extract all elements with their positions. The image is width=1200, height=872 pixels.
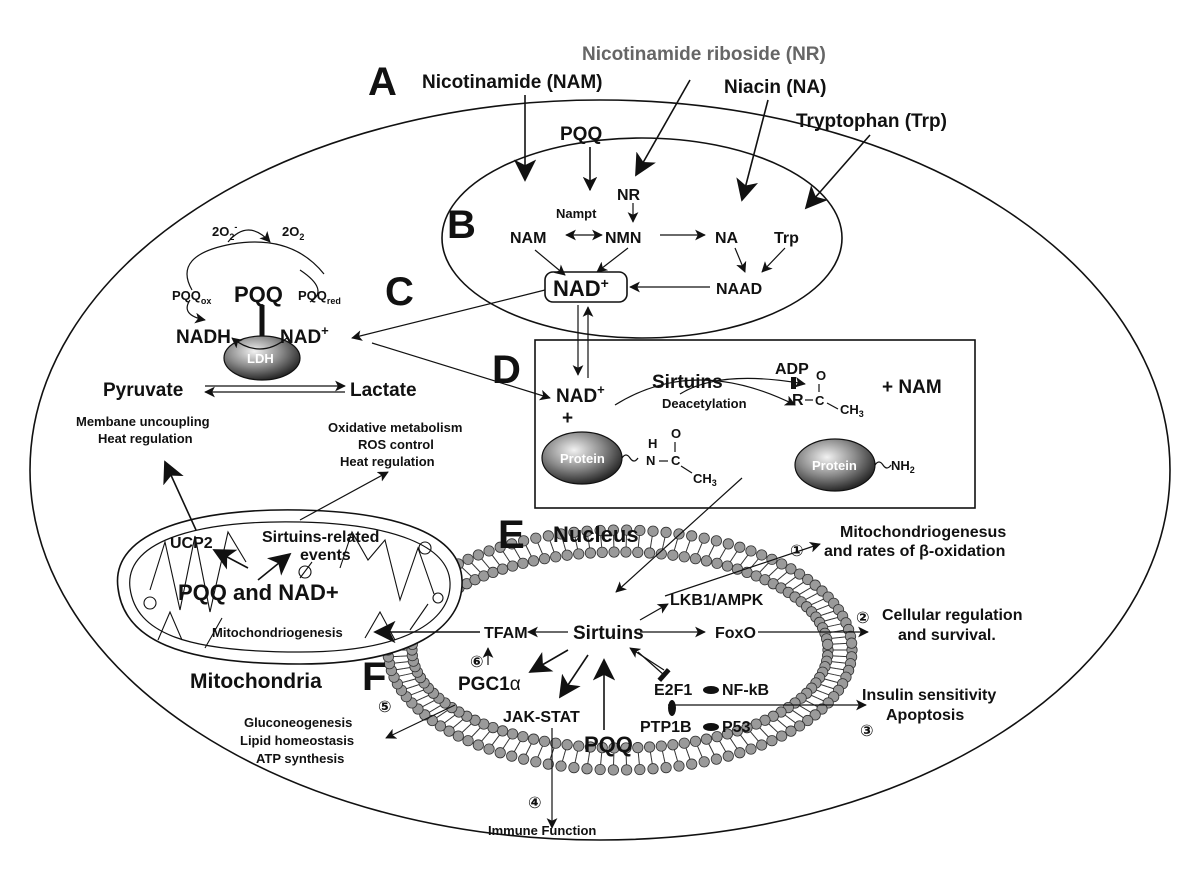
mitochondria-label: Mitochondria — [190, 670, 322, 693]
adpr-c: C — [815, 393, 825, 408]
salvage-trp: Trp — [774, 230, 799, 247]
ptp1b-label: PTP1B — [640, 719, 692, 736]
pqq-red-label: PQQred — [298, 288, 341, 306]
membrane-uncoupling-label: Membane uncoupling — [76, 414, 210, 429]
salvage-nam: NAM — [510, 230, 546, 247]
protein-left-label: Protein — [560, 451, 605, 466]
outcome-5-line2: Lipid homeostasis — [240, 733, 354, 748]
salvage-nampt: Nampt — [556, 206, 597, 221]
oxidative-metabolism-label: Oxidative metabolism — [328, 420, 462, 435]
salvage-pqq: PQQ — [560, 124, 602, 145]
source-nr: Nicotinamide riboside (NR) — [582, 44, 826, 65]
panel-label-f: F — [362, 655, 386, 699]
outcome-marker-3: ③ — [860, 723, 874, 740]
pqq-nad-mito-label: PQQ and NAD+ — [178, 580, 339, 605]
heat-regulation-right-label: Heat regulation — [340, 454, 435, 469]
nad-node-box — [544, 271, 628, 303]
ldh-label: LDH — [247, 351, 274, 366]
adpr-ch3: CH3 — [840, 402, 864, 419]
outcome-3-line1: Insulin sensitivity — [862, 687, 996, 704]
ucp2-label: UCP2 — [170, 535, 213, 552]
outcome-marker-5: ⑤ — [378, 699, 392, 716]
lactate-label: Lactate — [350, 380, 417, 401]
nam-product: + NAM — [882, 377, 942, 398]
pqq-center-label: PQQ — [234, 282, 283, 307]
acetyl-o: O — [671, 426, 681, 441]
outcome-marker-2: ② — [856, 610, 870, 627]
nad-label-d: NAD+ — [556, 382, 605, 407]
nad-label-c: NAD+ — [280, 323, 329, 348]
outcome-5-line1: Gluconeogenesis — [244, 715, 352, 730]
acetyl-c: C — [671, 453, 681, 468]
sirtuins-label: Sirtuins — [573, 623, 644, 644]
salvage-nmn: NMN — [605, 230, 641, 247]
outcome-marker-4: ④ — [528, 795, 542, 812]
outcome-1-line2: and rates of β-oxidation — [824, 543, 1005, 560]
nucleus-label: Nucleus — [553, 522, 639, 547]
nh2-label: NH2 — [891, 458, 915, 475]
panel-label-a: A — [368, 60, 397, 104]
salvage-na: NA — [715, 230, 739, 247]
e2f1-label: E2F1 — [654, 682, 692, 699]
lkb1-ampk-label: LKB1/AMPK — [670, 592, 764, 609]
adp-label: ADP — [775, 361, 809, 378]
salvage-nr: NR — [617, 187, 641, 204]
outcome-marker-1: ① — [790, 543, 804, 560]
salvage-naad: NAAD — [716, 281, 762, 298]
acetyl-ch3: CH3 — [693, 471, 717, 488]
superoxide-label: 2O2- — [212, 222, 237, 242]
acetyl-h: H — [648, 436, 657, 451]
ros-control-label: ROS control — [358, 437, 434, 452]
outcome-2-line2: and survival. — [898, 627, 996, 644]
panel-label-e: E — [498, 513, 525, 557]
pyruvate-label: Pyruvate — [103, 380, 183, 401]
r-label: R — [792, 392, 804, 409]
outcome-3-line2: Apoptosis — [886, 707, 964, 724]
pqq-ox-label: PQQox — [172, 288, 211, 306]
sirtuins-box-title: Sirtuins — [652, 372, 723, 393]
panel-label-c: C — [385, 270, 414, 314]
sirtuin-reaction-box — [534, 339, 976, 509]
nadh-label: NADH — [176, 327, 231, 348]
p53-label: P53 — [722, 719, 751, 736]
sirtuins-events-line1: Sirtuins-related — [262, 529, 379, 546]
outcome-marker-6: ⑥ — [470, 654, 484, 671]
salvage-nad: NAD+ — [553, 275, 609, 301]
outcome-2-line1: Cellular regulation — [882, 607, 1022, 624]
adpr-o: O — [816, 368, 826, 383]
acetyl-n: N — [646, 453, 655, 468]
outcome-5-line3: ATP synthesis — [256, 751, 344, 766]
plus-sign: + — [562, 408, 573, 429]
pqq-nucleus-label: PQQ — [584, 732, 633, 757]
cell-boundary — [29, 99, 1171, 841]
oxygen-label: 2O2 — [282, 224, 304, 242]
source-nam: Nicotinamide (NAM) — [422, 72, 603, 93]
source-niacin: Niacin (NA) — [724, 77, 826, 98]
panel-label-d: D — [492, 348, 521, 392]
jak-stat-label: JAK-STAT — [503, 709, 580, 726]
foxo-label: FoxO — [715, 625, 756, 642]
outcome-4-label: Immune Function — [488, 823, 596, 838]
heat-regulation-left-label: Heat regulation — [98, 431, 193, 446]
protein-right-label: Protein — [812, 458, 857, 473]
source-tryptophan: Tryptophan (Trp) — [796, 111, 947, 132]
pgc1-label: PGC1α — [458, 674, 521, 695]
outcome-1-line1: Mitochondriogenesus — [840, 524, 1006, 541]
nfkb-label: NF-kB — [722, 682, 769, 699]
tfam-label: TFAM — [484, 625, 528, 642]
mitochondriogenesis-label: Mitochondriogenesis — [212, 625, 343, 640]
salvage-pathway-ellipse — [441, 137, 843, 339]
panel-label-b: B — [447, 203, 476, 247]
sirtuins-events-line2: events — [300, 547, 351, 564]
deacetylation-label: Deacetylation — [662, 396, 747, 411]
